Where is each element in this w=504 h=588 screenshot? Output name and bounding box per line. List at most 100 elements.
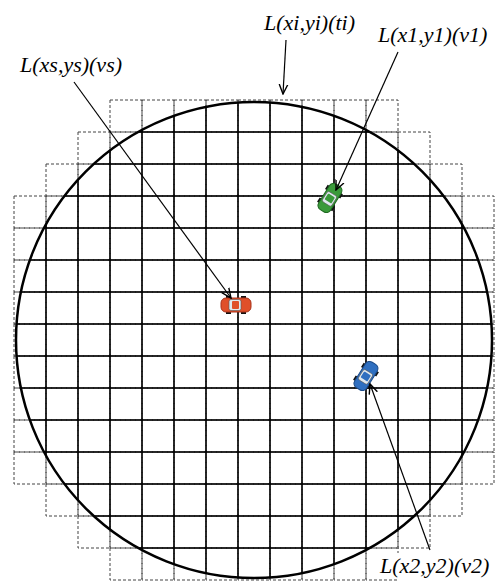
grid-cell — [110, 324, 142, 356]
grid-cell — [142, 260, 174, 292]
grid-cell — [174, 100, 206, 132]
grid-cell — [302, 420, 334, 452]
grid-cell — [366, 292, 398, 324]
grid-cell — [142, 324, 174, 356]
grid-cell — [174, 100, 206, 132]
grid-cell — [14, 260, 46, 292]
grid-cell — [78, 228, 110, 260]
grid-cell — [142, 356, 174, 388]
grid-cell — [430, 260, 462, 292]
grid-cell — [78, 388, 110, 420]
grid-cell — [270, 452, 302, 484]
grid-cell — [110, 484, 142, 516]
grid-cell — [174, 356, 206, 388]
grid-cell — [334, 292, 366, 324]
grid-cell — [462, 260, 494, 292]
grid-cell — [142, 388, 174, 420]
leader-line — [370, 384, 430, 550]
grid-cell — [238, 388, 270, 420]
grid-cell — [78, 356, 110, 388]
grid-cell — [270, 132, 302, 164]
grid-cell — [206, 132, 238, 164]
grid-cell — [398, 484, 430, 516]
grid-cell — [270, 132, 302, 164]
grid-cell — [174, 356, 206, 388]
grid-cell — [270, 260, 302, 292]
grid-cell — [334, 484, 366, 516]
grid-cell — [78, 260, 110, 292]
grid-cell — [174, 388, 206, 420]
grid-cell — [238, 548, 270, 580]
grid-cell — [302, 324, 334, 356]
grid-cell — [366, 452, 398, 484]
vehicles — [221, 181, 382, 394]
grid-cell — [462, 196, 494, 228]
grid-cell — [430, 292, 462, 324]
grid-cell — [174, 420, 206, 452]
grid-cell — [366, 388, 398, 420]
grid-cell — [238, 228, 270, 260]
location-label: L(x2,y2)(v2) — [378, 553, 491, 579]
grid-cell — [142, 132, 174, 164]
grid-cell — [398, 132, 430, 164]
grid-cell — [78, 196, 110, 228]
grid-cell — [398, 516, 430, 548]
grid-cell — [398, 196, 430, 228]
grid-cell — [206, 420, 238, 452]
grid-cell — [206, 420, 238, 452]
grid-cell — [366, 324, 398, 356]
grid-cell — [238, 324, 270, 356]
grid-cell — [270, 516, 302, 548]
grid-cell — [46, 420, 78, 452]
grid-cell — [398, 356, 430, 388]
grid-cell — [174, 516, 206, 548]
grid-cell — [110, 452, 142, 484]
grid-cell — [238, 100, 270, 132]
grid-cell — [46, 356, 78, 388]
grid-cell — [334, 516, 366, 548]
grid-cell — [206, 452, 238, 484]
grid-cell — [174, 228, 206, 260]
grid-cell — [46, 228, 78, 260]
grid-cell — [238, 164, 270, 196]
grid-cell — [366, 228, 398, 260]
grid-cell — [398, 324, 430, 356]
grid-cell — [238, 324, 270, 356]
grid-cell — [334, 388, 366, 420]
grid-cell — [46, 164, 78, 196]
car — [350, 359, 381, 394]
grid-cell — [206, 164, 238, 196]
grid-cell — [46, 324, 78, 356]
grid-cell — [302, 100, 334, 132]
grid-cells — [14, 100, 494, 580]
grid-cell — [462, 388, 494, 420]
grid-cell — [462, 324, 494, 356]
grid-cell — [174, 292, 206, 324]
grid-cell — [334, 484, 366, 516]
grid-cell — [174, 516, 206, 548]
grid-cell — [398, 388, 430, 420]
grid-cell — [174, 548, 206, 580]
grid-cell — [110, 228, 142, 260]
grid-cell — [78, 516, 110, 548]
leader-line — [336, 52, 398, 190]
grid-cell — [398, 356, 430, 388]
grid-cell — [302, 484, 334, 516]
grid-cell — [174, 196, 206, 228]
grid-cell — [430, 484, 462, 516]
grid-cell — [110, 100, 142, 132]
grid-cell — [46, 484, 78, 516]
location-label: L(xs,ys)(vs) — [18, 52, 124, 78]
grid-cell — [238, 100, 270, 132]
grid-cell — [366, 292, 398, 324]
grid-cell — [206, 356, 238, 388]
grid-cell — [238, 516, 270, 548]
grid-cell — [206, 452, 238, 484]
grid-cell — [46, 292, 78, 324]
grid-cell — [462, 196, 494, 228]
grid-cell — [270, 260, 302, 292]
grid-cell — [302, 356, 334, 388]
grid-cell — [174, 420, 206, 452]
grid-cell — [142, 260, 174, 292]
